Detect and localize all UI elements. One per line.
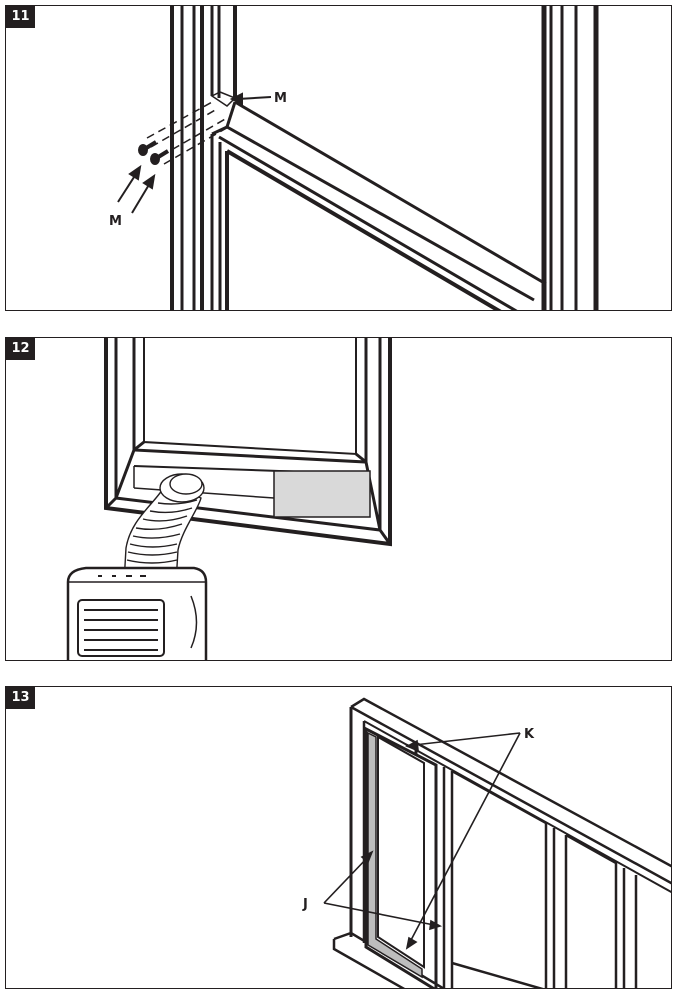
window-kit-panel <box>273 470 371 518</box>
foam-seal-strip <box>367 731 423 979</box>
step-11-illustration: M M <box>109 6 599 310</box>
air-conditioner-unit <box>66 566 208 660</box>
callout-m-bottom: M <box>109 214 122 229</box>
screw-icon <box>150 149 170 165</box>
callout-m-top: M <box>274 91 287 106</box>
exhaust-hose <box>123 473 205 584</box>
step-13-panel: 13 <box>5 686 672 989</box>
step-number-badge: 11 <box>6 6 35 28</box>
step-12-panel: 12 <box>5 337 672 661</box>
step-number-badge: 13 <box>6 687 35 709</box>
screw-icon <box>138 140 158 156</box>
step-11-panel: 11 <box>5 5 672 311</box>
step-number-badge: 12 <box>6 338 35 360</box>
step-12-illustration <box>66 338 392 660</box>
callout-k: K <box>524 727 535 742</box>
step-13-illustration: K J <box>302 697 671 988</box>
callout-j: J <box>302 897 308 912</box>
